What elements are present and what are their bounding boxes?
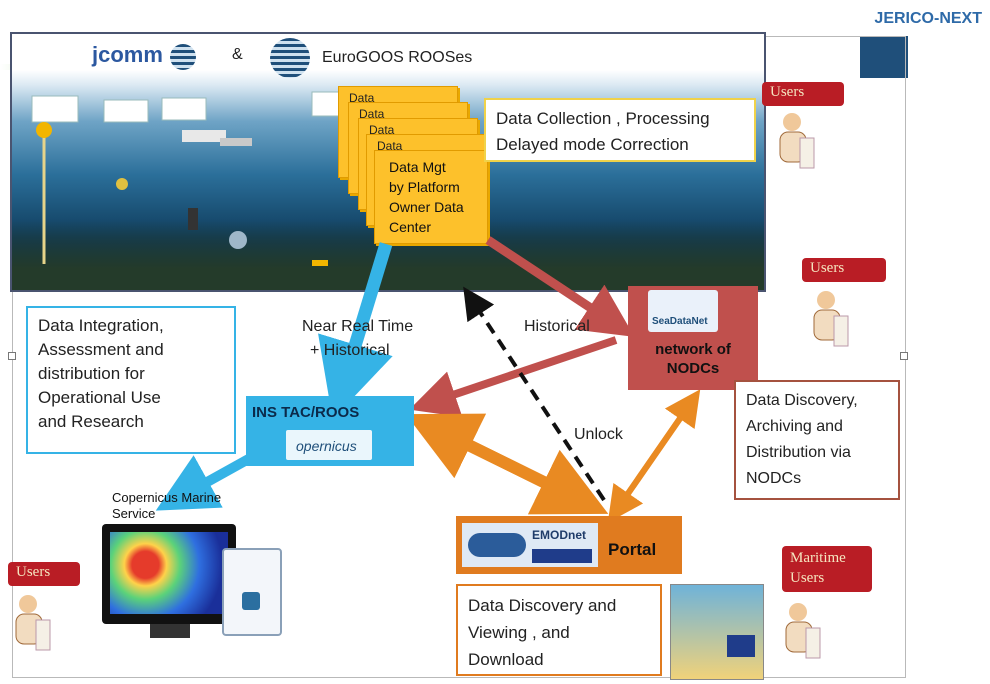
- nodc-description-box: Data Discovery, Archiving and Distributi…: [734, 380, 900, 500]
- nodc-desc-line-1: Data Discovery,: [746, 392, 858, 409]
- app-icon: [242, 592, 260, 610]
- selection-handle[interactable]: [8, 352, 16, 360]
- data-collection-box: Data Collection , Processing Delayed mod…: [484, 98, 756, 162]
- copernicus-service-label: Copernicus Marine Service: [112, 490, 221, 522]
- tablet-image: [222, 548, 282, 636]
- emodnet-logo: [462, 523, 598, 567]
- sticky-note-1-label: Data: [349, 91, 375, 105]
- nodc-desc-line-4: NODCs: [746, 470, 802, 487]
- jcomm-globe-icon: [170, 44, 196, 70]
- user-figure-icon: [813, 291, 849, 347]
- maritime-line-1: Maritime: [790, 550, 846, 566]
- arrow-tac-to-portal-head: [405, 413, 579, 504]
- nrt-label-line-1: Near Real Time: [302, 318, 414, 335]
- portal-desc-line-2: Viewing , and: [468, 623, 570, 642]
- eu-flag-icon: [727, 635, 755, 657]
- unlock-label: Unlock: [574, 426, 623, 443]
- selection-handle[interactable]: [900, 352, 908, 360]
- ocean-map-screen: [110, 532, 228, 614]
- buoy: [36, 122, 52, 138]
- top-right-bar: [860, 36, 908, 78]
- nrt-label-line-2: + Historical: [310, 342, 390, 359]
- eu-flag-strip: [532, 549, 592, 563]
- integration-line-4: Operational Use: [38, 388, 161, 407]
- info-panel-2: [103, 99, 149, 123]
- arrow-nrt-to-tac: [318, 242, 393, 420]
- copernicus-logo: [286, 430, 372, 460]
- integration-line-5: and Research: [38, 412, 144, 431]
- seabed-sensor: [312, 260, 328, 266]
- sticky-note-2-label: Data: [359, 107, 385, 121]
- data-collection-line-1: Data Collection , Processing: [496, 109, 710, 128]
- emodnet-logo-text: EMODnet: [532, 528, 586, 542]
- cms-line-1: Copernicus Marine: [112, 490, 222, 505]
- nodc-desc-line-3: Distribution via: [746, 444, 851, 461]
- portal-label: Portal: [608, 540, 657, 559]
- data-mgt-line-3: Owner Data: [389, 199, 464, 215]
- sticky-note-3-label: Data: [369, 123, 395, 137]
- arrow-tac-to-cms: [155, 451, 257, 511]
- arrow-historical-to-nodc: [485, 236, 635, 337]
- user-figure-icon: [15, 595, 51, 651]
- sticky-note-4-label: Data: [377, 139, 403, 153]
- user-figure-icon: [779, 113, 815, 169]
- ship-deck: [220, 138, 252, 146]
- users-badge-mid: Users: [802, 258, 886, 282]
- jcomm-logo-text: jcomm: [92, 42, 163, 67]
- ocean-observing-illustration: jcomm & EuroGOOS ROOSes: [10, 32, 766, 292]
- info-panel-1: [31, 95, 79, 123]
- arrow-nodc-to-portal: [607, 402, 693, 523]
- seadatanet-logo-text: SeaDataNet: [652, 316, 708, 327]
- integration-box: Data Integration, Assessment and distrib…: [26, 306, 236, 454]
- data-collection-line-2: Delayed mode Correction: [496, 135, 689, 154]
- nodc-label-line-2: NODCs: [666, 360, 720, 377]
- cms-line-2: Service: [112, 506, 156, 521]
- monitor-stand: [150, 624, 190, 638]
- users-badge-top: Users: [762, 82, 844, 106]
- portal-description-box: Data Discovery and Viewing , and Downloa…: [456, 584, 662, 676]
- glider: [116, 178, 128, 190]
- maritime-line-2: Users: [790, 570, 825, 586]
- integration-line-2: Assessment and: [38, 340, 164, 359]
- portal-desc-line-1: Data Discovery and: [468, 596, 617, 615]
- ampersand: &: [232, 46, 243, 63]
- ship: [182, 130, 226, 142]
- integration-line-3: distribution for: [38, 364, 145, 383]
- info-panel-3: [161, 97, 207, 121]
- sea-turtle: [229, 231, 247, 249]
- sticky-note-data-mgt: Data Mgt by Platform Owner Data Center: [374, 150, 488, 244]
- eurogoos-globe-icon: [270, 38, 310, 78]
- ins-tac-label: INS TAC/ROOS: [252, 404, 360, 421]
- users-badge-bottom-left: Users: [8, 562, 80, 586]
- portal-desc-line-3: Download: [468, 650, 544, 669]
- data-mgt-line-1: Data Mgt: [389, 159, 446, 175]
- copernicus-logo-text: opernicus: [296, 438, 357, 454]
- eu-maritime-poster: [670, 584, 764, 680]
- eurogoos-label: EuroGOOS ROOSes: [322, 49, 473, 66]
- nodc-label: network of NODCs: [634, 340, 752, 378]
- brand-label: JERICO-NEXT: [874, 10, 982, 27]
- historical-label: Historical: [524, 318, 590, 335]
- integration-line-1: Data Integration,: [38, 316, 164, 335]
- emodnet-wave-icon: [468, 533, 526, 557]
- nodc-label-line-1: network of: [655, 341, 731, 358]
- seadatanet-logo: SeaDataNet: [648, 290, 718, 332]
- arrow-nodc-to-tac: [409, 336, 618, 418]
- float-profiler: [188, 208, 198, 230]
- user-figure-icon: [785, 603, 821, 659]
- users-badge-maritime: Maritime Users: [782, 546, 872, 592]
- data-mgt-line-2: by Platform: [389, 179, 460, 195]
- nodc-desc-line-2: Archiving and: [746, 418, 843, 435]
- data-mgt-line-4: Center: [389, 219, 432, 235]
